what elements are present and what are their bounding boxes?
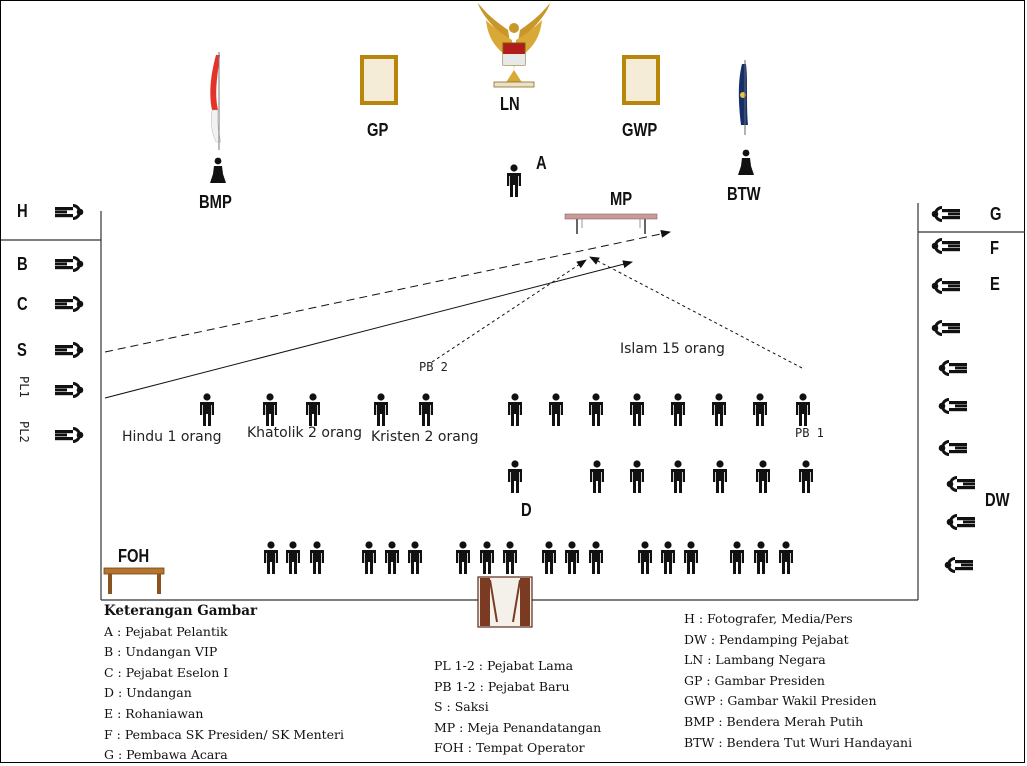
legend-item: MP : Meja Penandatangan (434, 719, 602, 735)
garuda-emblem-icon (478, 3, 550, 88)
room-walls (1, 203, 1025, 601)
legend-item: A : Pejabat Pelantik (104, 623, 228, 639)
legend-item: E : Rohaniawan (104, 705, 204, 721)
legend-item: GWP : Gambar Wakil Presiden (684, 693, 877, 709)
saksi-arrow (104, 229, 671, 353)
katolik-group (263, 393, 320, 426)
label-pl2: PL2 (17, 421, 31, 443)
label-ln: LN (500, 94, 520, 114)
legend-item: D : Undangan (104, 685, 192, 701)
flag-stand-btw (738, 149, 754, 175)
legend-item: LN : Lambang Negara (684, 652, 826, 668)
legend-item: F : Pembaca SK Presiden/ SK Menteri (104, 726, 345, 742)
red-white-flag-icon (210, 52, 222, 150)
label-foh: FOH (118, 546, 150, 566)
label-f: F (990, 238, 1000, 258)
legend-item: FOH : Tempat Operator (434, 740, 585, 756)
label-dw: DW (985, 490, 1010, 510)
legend-item: BTW : Bendera Tut Wuri Handayani (684, 734, 913, 750)
label-pb2: PB 2 (419, 360, 448, 374)
signing-table (564, 213, 658, 234)
label-bmp: BMP (199, 192, 232, 212)
legend-item: BMP : Bendera Merah Putih (684, 713, 864, 729)
official-a-figure (507, 164, 521, 197)
entrance-door (477, 576, 533, 628)
label-btw: BTW (727, 184, 761, 204)
flag-stand-bmp (210, 157, 226, 183)
pb2-arrow (431, 259, 587, 363)
label-gwp: GWP (622, 120, 658, 140)
legend-item: H : Fotografer, Media/Pers (684, 611, 853, 626)
caption-kristen: Kristen 2 orang (371, 429, 479, 445)
legend-item: G : Pembawa Acara (104, 747, 228, 763)
right-side-seats (931, 206, 975, 573)
caption-islam: Islam 15 orang (620, 341, 725, 357)
operator-table (103, 567, 165, 594)
tut-wuri-handayani-flag-icon (738, 60, 748, 135)
label-d: D (521, 500, 532, 520)
islam-group-row-1 (508, 393, 810, 426)
caption-hindu: Hindu 1 orang (122, 429, 222, 445)
invited-guests-rows (264, 541, 793, 574)
legend-item: C : Pejabat Eselon I (104, 664, 229, 680)
label-c: C (17, 294, 28, 314)
label-gp: GP (367, 120, 389, 140)
legend-item: PL 1-2 : Pejabat Lama (434, 658, 574, 673)
label-h: H (17, 201, 28, 221)
label-pb1: PB 1 (795, 426, 824, 440)
caption-katolik: Khatolik 2 orang (247, 425, 363, 441)
legend-column-3: H : Fotografer, Media/Pers DW : Pendampi… (684, 609, 912, 753)
legend-item: B : Undangan VIP (104, 644, 218, 660)
kristen-group (374, 393, 433, 426)
label-e: E (990, 274, 1000, 294)
legend-column-2: PL 1-2 : Pejabat Lama PB 1-2 : Pejabat B… (434, 656, 601, 759)
label-g: G (990, 204, 1002, 224)
label-mp: MP (610, 189, 633, 209)
label-pl1: PL1 (17, 376, 31, 398)
legend-item: S : Saksi (434, 699, 489, 715)
vice-president-picture-frame (622, 55, 660, 105)
president-picture-frame (360, 55, 398, 105)
label-s: S (17, 340, 27, 360)
label-a: A (536, 153, 547, 173)
legend-item: PB 1-2 : Pejabat Baru (434, 678, 570, 694)
legend-item: GP : Gambar Presiden (684, 672, 825, 688)
legend-item: DW : Pendamping Pejabat (684, 631, 849, 647)
pb1-arrow (589, 256, 803, 369)
legend-column-1: Keterangan Gambar A : Pejabat Pelantik B… (104, 601, 344, 766)
movement-arrows (104, 229, 803, 399)
pl1-arrow (104, 260, 633, 399)
hindu-group (200, 393, 214, 426)
legend-title: Keterangan Gambar (104, 603, 258, 619)
label-b: B (17, 254, 28, 274)
islam-group-row-2 (508, 460, 813, 493)
